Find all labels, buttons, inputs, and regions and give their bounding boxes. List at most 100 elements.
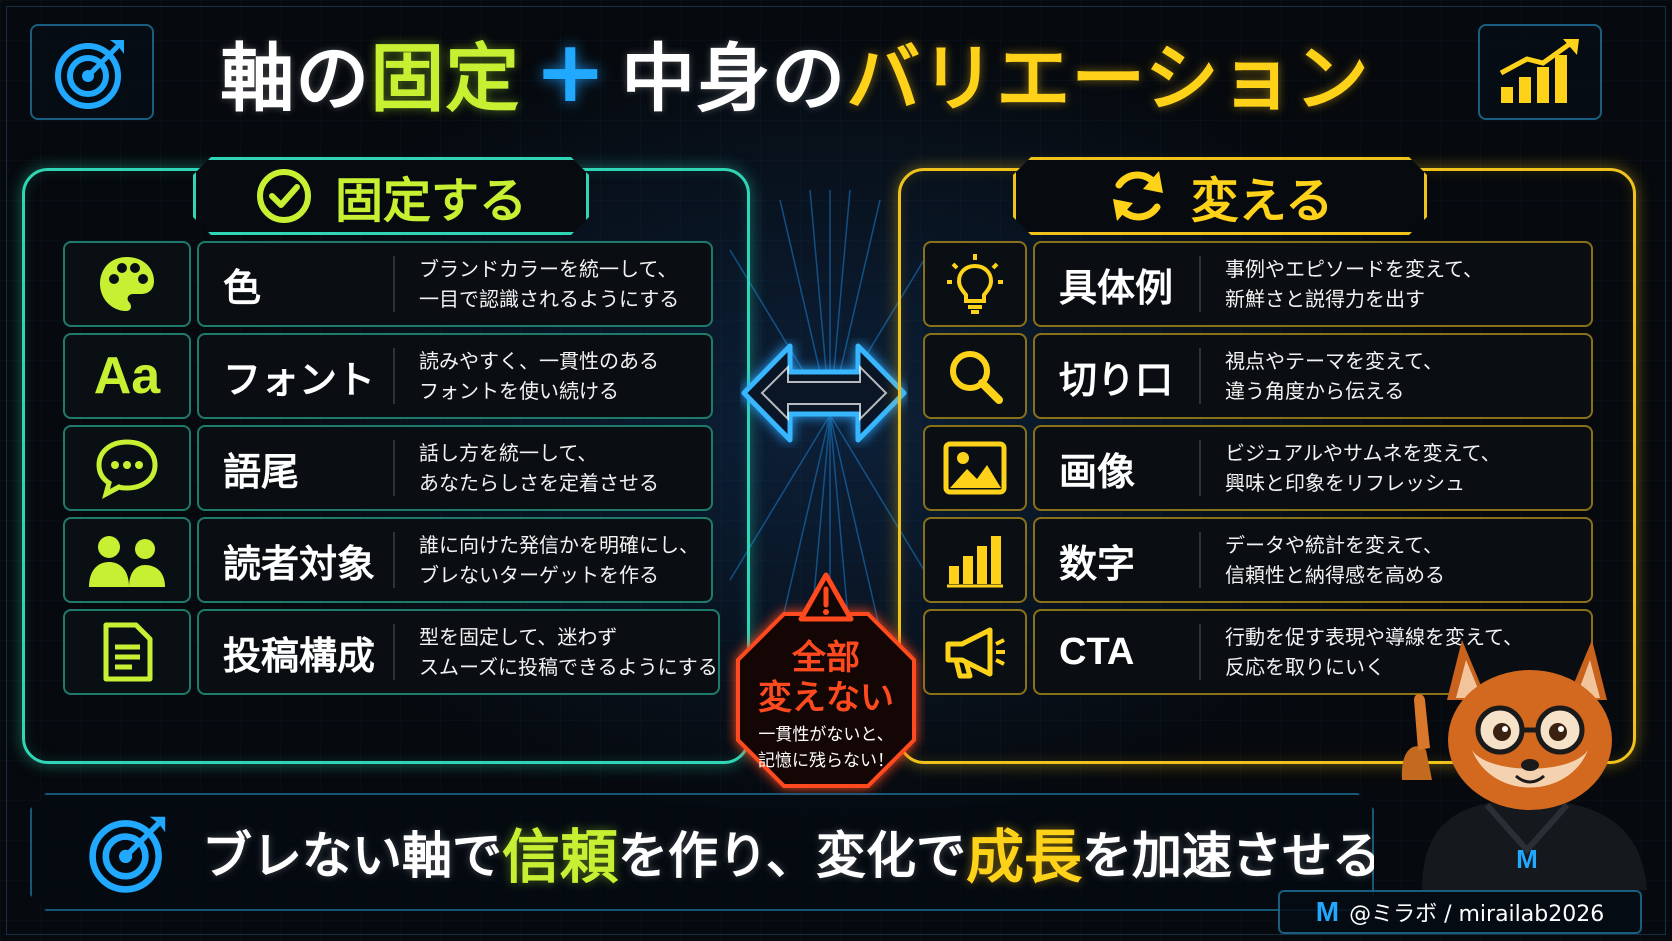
target-icon <box>55 40 124 109</box>
desc-line: ブランドカラーを統一して、 <box>419 257 678 281</box>
warning-note-line: 一貫性がないと、 <box>758 725 894 745</box>
target-icon-box <box>30 24 154 120</box>
list-item: 切り口 視点やテーマを変えて、 違う角度から伝える <box>923 333 1593 419</box>
row-description: データや統計を変えて、 信頼性と納得感を高める <box>1201 530 1445 590</box>
desc-line: 話し方を統一して、 <box>419 441 598 465</box>
list-item: Aa フォント 読みやすく、一貫性のある フォントを使い続ける <box>63 333 713 419</box>
banner-text: を作り、変化で <box>618 827 967 885</box>
fox-mascot: M <box>1401 640 1647 890</box>
row-icon-box <box>63 425 191 511</box>
row-body: 具体例 事例やエピソードを変えて、 新鮮さと説得力を出す <box>1033 241 1593 327</box>
list-item: 読者対象 誰に向けた発信かを明確にし、 ブレないターゲットを作る <box>63 517 713 603</box>
magnifier-icon <box>950 351 1003 404</box>
list-item: 語尾 話し方を統一して、 あなたらしさを定着させる <box>63 425 713 511</box>
double-arrow-icon <box>741 343 907 443</box>
desc-line: 行動を促す表現や導線を変えて、 <box>1225 625 1523 649</box>
row-label: フォント <box>199 348 395 404</box>
warning-line: 全部 <box>792 638 860 678</box>
fixed-panel-header: 固定する <box>193 157 589 235</box>
row-label: CTA <box>1035 624 1201 680</box>
title-part2: 固定 <box>370 35 521 122</box>
row-icon-box <box>923 517 1027 603</box>
page-title: 軸の 固定 + 中身の バリエーション <box>180 22 1410 122</box>
image-icon <box>943 441 1007 495</box>
credit-badge: M @ミラボ / mirailab2026 <box>1278 890 1642 934</box>
row-description: 型を固定して、迷わず スムーズに投稿できるようにする <box>395 622 718 682</box>
check-circle-icon <box>255 167 313 225</box>
speech-bubble-icon <box>96 439 158 499</box>
desc-line: 事例やエピソードを変えて、 <box>1225 257 1483 281</box>
warning-triangle-icon <box>798 572 854 622</box>
row-label: 読者対象 <box>199 532 395 588</box>
row-body: フォント 読みやすく、一貫性のある フォントを使い続ける <box>197 333 713 419</box>
desc-line: フォントを使い続ける <box>419 379 619 403</box>
desc-line: 一目で認識されるようにする <box>419 287 680 311</box>
title-part1: 軸の <box>220 35 371 122</box>
desc-line: 誰に向けた発信かを明確にし、 <box>419 533 699 557</box>
row-label: 投稿構成 <box>199 624 395 680</box>
row-icon-box <box>63 517 191 603</box>
warning-title: 全部 変えない <box>726 638 926 718</box>
desc-line: あなたらしさを定着させる <box>419 471 659 495</box>
row-label: 切り口 <box>1035 348 1201 404</box>
desc-line: データや統計を変えて、 <box>1225 533 1443 557</box>
title-part3: 中身の <box>621 35 847 122</box>
target-icon <box>86 808 174 896</box>
row-body: 語尾 話し方を統一して、 あなたらしさを定着させる <box>197 425 713 511</box>
warning-line: 変えない <box>758 678 894 718</box>
desc-line: 型を固定して、迷わず <box>419 625 618 649</box>
desc-line: 新鮮さと説得力を出す <box>1225 287 1425 311</box>
row-label: 語尾 <box>199 440 395 496</box>
row-icon-box <box>923 241 1027 327</box>
warning-octagon <box>736 612 916 788</box>
desc-line: 違う角度から伝える <box>1225 379 1405 403</box>
banner-text: ブレない軸で <box>202 827 502 885</box>
row-label: 数字 <box>1035 532 1201 588</box>
warning-note-line: 記憶に残らない！ <box>758 751 894 771</box>
banner-highlight: 信頼 <box>502 823 619 891</box>
row-description: 話し方を統一して、 あなたらしさを定着させる <box>395 438 659 498</box>
row-icon-box <box>63 241 191 327</box>
document-icon <box>103 622 153 682</box>
row-description: 誰に向けた発信かを明確にし、 ブレないターゲットを作る <box>395 530 699 590</box>
row-body: 読者対象 誰に向けた発信かを明確にし、 ブレないターゲットを作る <box>197 517 713 603</box>
desc-line: ビジュアルやサムネを変えて、 <box>1225 441 1501 465</box>
banner-highlight: 成長 <box>966 823 1083 891</box>
desc-line: 視点やテーマを変えて、 <box>1225 349 1443 373</box>
desc-line: 反応を取りにいく <box>1225 655 1385 679</box>
row-body: 画像 ビジュアルやサムネを変えて、 興味と印象をリフレッシュ <box>1033 425 1593 511</box>
hoodie-logo: M <box>1516 844 1538 874</box>
font-icon: Aa <box>93 347 161 405</box>
desc-line: スムーズに投稿できるようにする <box>419 655 718 679</box>
fixed-panel: 固定する 色 ブランドカラーを統一して、 一目で認識されるようにする Aa <box>22 168 750 764</box>
palette-icon <box>100 257 154 311</box>
desc-line: 読みやすく、一貫性のある <box>419 349 659 373</box>
growth-icon-box <box>1478 24 1602 120</box>
warning-badge: 全部 変えない 一貫性がないと、 記憶に残らない！ <box>726 572 926 796</box>
list-item: 具体例 事例やエピソードを変えて、 新鮮さと説得力を出す <box>923 241 1593 327</box>
title-part4: バリエーション <box>846 35 1370 122</box>
warning-note: 一貫性がないと、 記憶に残らない！ <box>726 722 926 774</box>
desc-line: 興味と印象をリフレッシュ <box>1225 471 1465 495</box>
row-label: 画像 <box>1035 440 1201 496</box>
row-icon-box <box>63 609 191 695</box>
banner-message: ブレない軸で 信頼 を作り、変化で 成長 を加速させる！ <box>202 795 1382 909</box>
row-icon-box <box>923 609 1027 695</box>
lightbulb-icon <box>947 254 1003 314</box>
row-body: 数字 データや統計を変えて、 信頼性と納得感を高める <box>1033 517 1593 603</box>
credit-text: @ミラボ / mirailab2026 <box>1349 902 1605 927</box>
change-panel-title: 変える <box>1190 173 1334 229</box>
fixed-panel-title: 固定する <box>334 173 527 229</box>
list-item: 色 ブランドカラーを統一して、 一目で認識されるようにする <box>63 241 713 327</box>
bar-chart-icon <box>947 536 1003 588</box>
row-description: ビジュアルやサムネを変えて、 興味と印象をリフレッシュ <box>1201 438 1501 498</box>
row-description: 読みやすく、一貫性のある フォントを使い続ける <box>395 346 659 406</box>
outer-frame <box>6 6 1666 935</box>
refresh-icon <box>1107 167 1169 225</box>
row-icon-box <box>923 425 1027 511</box>
growth-chart-icon <box>1499 39 1579 103</box>
row-description: 視点やテーマを変えて、 違う角度から伝える <box>1201 346 1443 406</box>
list-item: 画像 ビジュアルやサムネを変えて、 興味と印象をリフレッシュ <box>923 425 1593 511</box>
row-body: 投稿構成 型を固定して、迷わず スムーズに投稿できるようにする <box>197 609 720 695</box>
row-icon-box <box>923 333 1027 419</box>
